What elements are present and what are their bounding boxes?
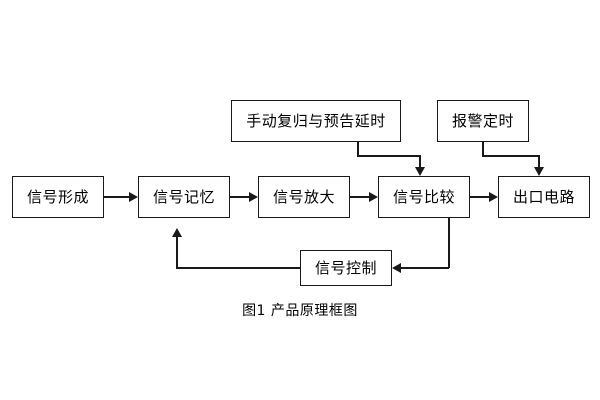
node-label: 出口电路: [512, 187, 575, 206]
node-manual-reset-delay[interactable]: 手动复归与预告延时: [231, 100, 401, 142]
arrowhead-compare-to-output: [489, 192, 498, 202]
edge-amplify-to-compare: [350, 196, 370, 198]
node-signal-control[interactable]: 信号控制: [300, 250, 392, 286]
node-signal-amplify[interactable]: 信号放大: [258, 176, 350, 218]
edge-memory-to-amplify: [230, 196, 250, 198]
node-label: 报警定时: [451, 111, 514, 130]
edge-manual-reset-to-compare: [357, 142, 359, 156]
arrowhead-control-to-memory: [172, 228, 182, 237]
node-label: 信号比较: [392, 187, 455, 206]
edge-compare-to-output: [470, 196, 490, 198]
node-label: 信号记忆: [152, 187, 215, 206]
node-output-circuit[interactable]: 出口电路: [498, 176, 590, 218]
edge-alarm-to-output: [482, 142, 484, 156]
node-label: 手动复归与预告延时: [246, 111, 386, 130]
arrowhead-memory-to-amplify: [249, 192, 258, 202]
arrowhead-amplify-to-compare: [369, 192, 378, 202]
edge-manual-reset-to-compare-drop: [419, 155, 421, 168]
arrowhead-compare-to-control: [392, 263, 401, 273]
edge-forming-to-memory: [104, 196, 130, 198]
figure-caption: 图1 产品原理框图: [242, 303, 358, 319]
node-label: 信号放大: [272, 187, 335, 206]
edge-manual-reset-to-compare-h: [357, 155, 421, 157]
arrowhead-forming-to-memory: [129, 192, 138, 202]
node-label: 信号控制: [314, 258, 377, 277]
edge-alarm-to-output-drop: [538, 155, 540, 168]
edge-compare-to-control-h: [401, 267, 449, 269]
edge-control-to-memory-h: [176, 267, 300, 269]
node-signal-memory[interactable]: 信号记忆: [138, 176, 230, 218]
node-label: 信号形成: [26, 187, 89, 206]
node-signal-compare[interactable]: 信号比较: [378, 176, 470, 218]
node-signal-forming[interactable]: 信号形成: [12, 176, 104, 218]
arrowhead-alarm-to-output: [534, 167, 544, 176]
edge-control-to-memory-v: [176, 237, 178, 269]
arrowhead-manual-reset-to-compare: [415, 167, 425, 176]
edge-compare-to-control-v: [448, 218, 450, 268]
node-alarm-timing[interactable]: 报警定时: [437, 100, 529, 142]
edge-alarm-to-output-h: [482, 155, 540, 157]
